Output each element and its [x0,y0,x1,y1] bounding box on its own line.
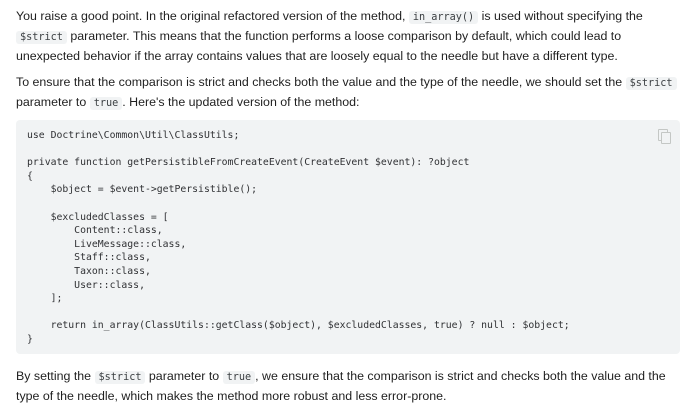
code-line: $object = $event->getPersistible(); [27,184,258,196]
text: , we ensure that the comparison is stric… [16,369,666,403]
code-line: { [27,170,33,182]
code-line: use Doctrine\Common\Util\ClassUtils; [27,130,240,141]
code-line: ]; [27,293,63,305]
text: You raise a good point. In the original … [16,9,409,23]
text: parameter. This means that the function … [16,29,622,63]
code-line: User::class, [27,279,145,291]
code-line: LiveMessage::class, [27,238,187,250]
response-paragraph-3: By setting the $strict parameter to true… [16,367,680,405]
text: is used without specifying the [478,9,643,23]
copy-code-button[interactable] [658,129,671,144]
code-line: $excludedClasses = [ [27,211,169,223]
text: . Here's the updated version of the meth… [122,95,360,109]
inline-code: $strict [625,77,677,90]
inline-code: $strict [16,31,67,44]
code-line: Content::class, [27,225,163,237]
code-line: return in_array(ClassUtils::getClass($ob… [27,320,570,332]
inline-code: true [89,97,123,110]
text: By setting the [16,369,95,383]
code-content: use Doctrine\Common\Util\ClassUtils; pri… [27,129,570,347]
inline-code: true [222,371,256,384]
inline-code: $strict [94,371,146,384]
text: To ensure that the comparison is strict … [16,75,626,89]
code-block: use Doctrine\Common\Util\ClassUtils; pri… [16,120,680,354]
response-paragraph-2: To ensure that the comparison is strict … [16,73,680,113]
text: parameter to [145,369,223,383]
code-line: } [27,333,33,345]
copy-icon-front [661,132,671,144]
text: parameter to [16,95,90,109]
response-paragraph-1: You raise a good point. In the original … [16,7,680,65]
inline-code: in_array() [408,11,479,24]
code-line: Staff::class, [27,252,151,264]
code-line: private function getPersistibleFromCreat… [27,157,470,169]
code-line: Taxon::class, [27,265,151,277]
